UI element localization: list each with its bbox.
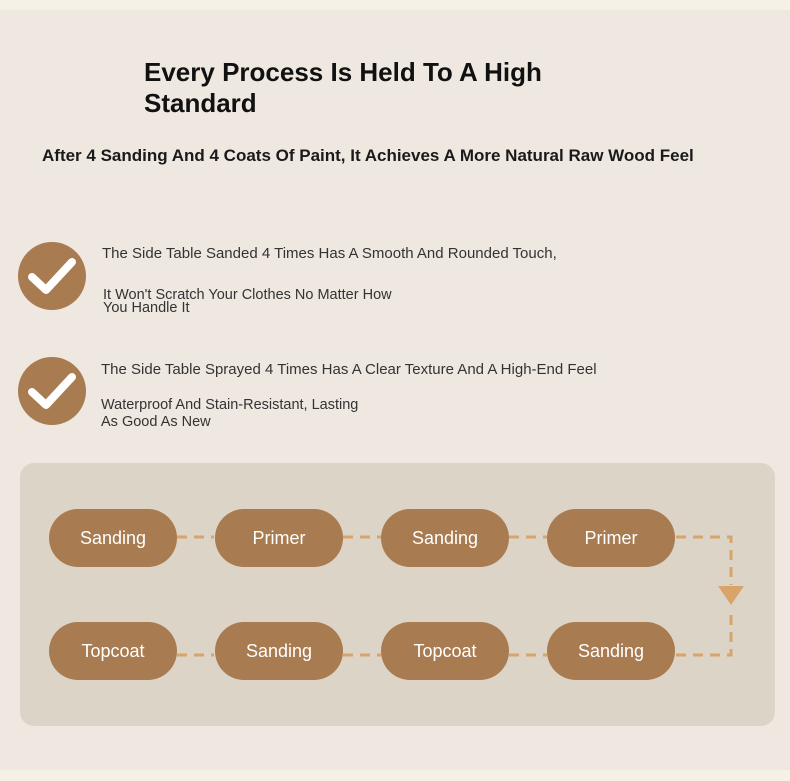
arrow-down-icon	[718, 586, 744, 605]
process-step-primer: Primer	[547, 509, 675, 567]
page-subtitle: After 4 Sanding And 4 Coats Of Paint, It…	[42, 146, 694, 165]
process-step-primer: Primer	[215, 509, 343, 567]
feature-2-sub-1: Waterproof And Stain-Resistant, Lasting	[101, 397, 359, 413]
process-step-sanding: Sanding	[547, 622, 675, 680]
process-step-topcoat: Topcoat	[49, 622, 177, 680]
feature-1-main: The Side Table Sanded 4 Times Has A Smoo…	[102, 245, 557, 262]
feature-1-sub-2: You Handle It	[103, 300, 190, 316]
page-title: Every Process Is Held To A High Standard	[144, 57, 542, 118]
process-step-sanding: Sanding	[215, 622, 343, 680]
feature-2-sub-2: As Good As New	[101, 414, 211, 430]
process-connectors	[177, 535, 744, 657]
process-step-topcoat: Topcoat	[381, 622, 509, 680]
process-step-sanding: Sanding	[49, 509, 177, 567]
feature-2-main: The Side Table Sprayed 4 Times Has A Cle…	[101, 361, 597, 378]
feature-1-sub-1: It Won't Scratch Your Clothes No Matter …	[103, 287, 392, 303]
top-band	[0, 0, 790, 10]
process-step-sanding: Sanding	[381, 509, 509, 567]
process-panel: Sanding Primer Sanding Primer Topcoat Sa…	[20, 463, 775, 726]
check-circle-icon	[18, 357, 86, 425]
check-circle-icon	[18, 242, 86, 310]
bottom-band	[0, 770, 790, 781]
